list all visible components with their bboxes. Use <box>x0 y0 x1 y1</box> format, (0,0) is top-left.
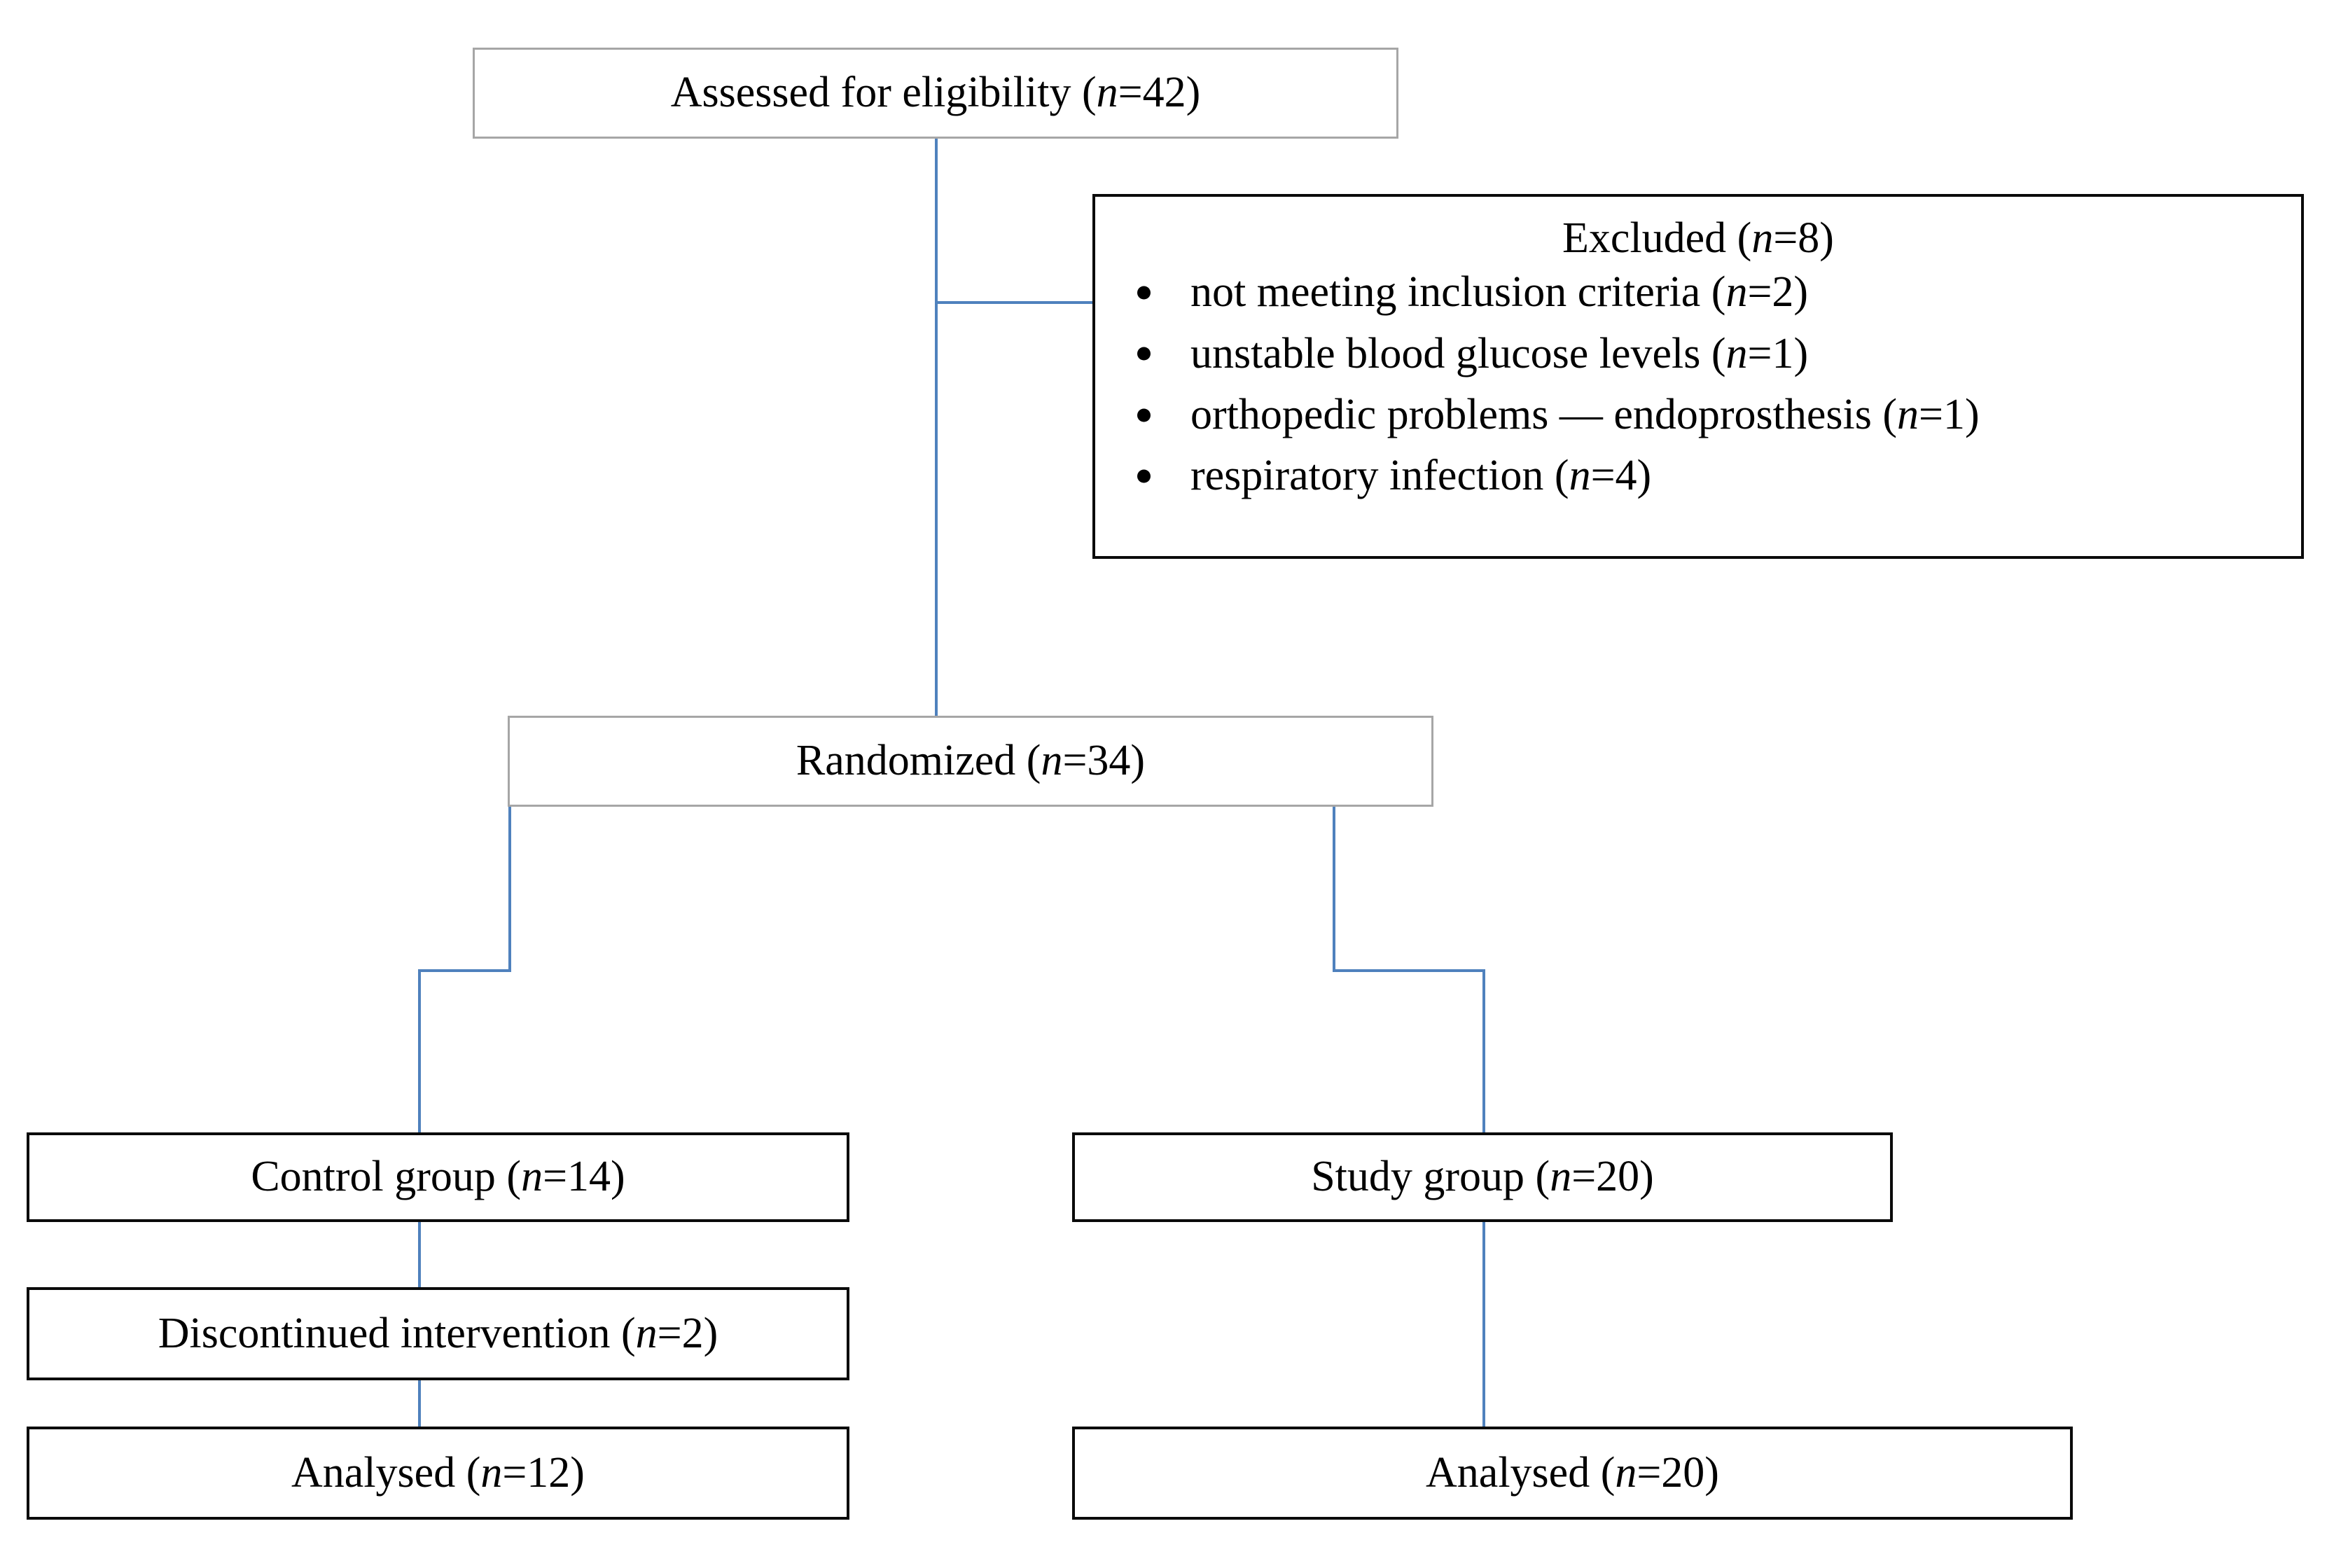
italic-n: n <box>480 1448 503 1497</box>
connector-to-control-group <box>418 969 421 1134</box>
connector-control-to-discontinued <box>418 1222 421 1289</box>
connector-study-to-analysed <box>1482 1222 1485 1428</box>
assessed-label: Assessed for eligibility (n=42) <box>670 69 1201 117</box>
excluded-reason-item: respiratory infection (n=4) <box>1132 451 2283 501</box>
italic-n: n <box>1041 737 1063 785</box>
connector-randomized-right-elbow <box>1333 969 1485 972</box>
node-randomized: Randomized (n=34) <box>508 716 1433 807</box>
connector-randomized-right-drop <box>1333 807 1335 972</box>
connector-to-study-group <box>1482 969 1485 1134</box>
analysed-study-label: Analysed (n=20) <box>1426 1448 1719 1497</box>
node-discontinued-intervention: Discontinued intervention (n=2) <box>27 1287 849 1380</box>
italic-n: n <box>521 1153 543 1201</box>
node-assessed-for-eligibility: Assessed for eligibility (n=42) <box>473 48 1398 139</box>
italic-n: n <box>1725 329 1748 377</box>
italic-n: n <box>1751 214 1774 262</box>
connector-spine-to-excluded <box>935 301 1095 304</box>
connector-discontinued-to-analysed <box>418 1379 421 1428</box>
excluded-reasons-list: not meeting inclusion criteria (n=2) uns… <box>1113 268 2283 501</box>
randomized-label: Randomized (n=34) <box>796 737 1146 785</box>
italic-n: n <box>1725 268 1748 317</box>
bullet-icon <box>1137 469 1151 483</box>
analysed-control-label: Analysed (n=12) <box>291 1448 585 1497</box>
bullet-icon <box>1137 286 1151 300</box>
node-analysed-control: Analysed (n=12) <box>27 1427 849 1520</box>
node-study-group: Study group (n=20) <box>1072 1132 1893 1222</box>
italic-n: n <box>1096 69 1118 117</box>
node-excluded: Excluded (n=8) not meeting inclusion cri… <box>1092 194 2304 559</box>
excluded-reason-item: unstable blood glucose levels (n=1) <box>1132 329 2283 379</box>
italic-n: n <box>1897 390 1919 438</box>
italic-n: n <box>635 1309 658 1357</box>
italic-n: n <box>1569 452 1591 500</box>
excluded-reason-item: not meeting inclusion criteria (n=2) <box>1132 268 2283 317</box>
study-group-label: Study group (n=20) <box>1311 1153 1654 1201</box>
excluded-heading: Excluded (n=8) <box>1562 214 1834 262</box>
node-control-group: Control group (n=14) <box>27 1132 849 1222</box>
bullet-icon <box>1137 408 1151 422</box>
italic-n: n <box>1615 1448 1637 1497</box>
italic-n: n <box>1550 1153 1572 1201</box>
excluded-reason-item: orthopedic problems — endoprosthesis (n=… <box>1132 390 2283 440</box>
connector-assessed-to-randomized <box>935 139 938 717</box>
node-analysed-study: Analysed (n=20) <box>1072 1427 2073 1520</box>
control-group-label: Control group (n=14) <box>251 1153 625 1201</box>
discontinued-label: Discontinued intervention (n=2) <box>158 1309 718 1357</box>
connector-randomized-left-elbow <box>418 969 511 972</box>
connector-randomized-left-drop <box>508 807 511 972</box>
bullet-icon <box>1137 347 1151 361</box>
